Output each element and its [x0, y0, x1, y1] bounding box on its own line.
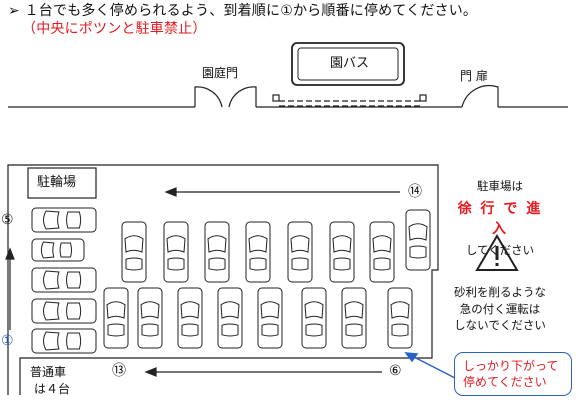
- instruction-text: １台でも多く停められるよう、到着順に①から順番に停めてください。: [24, 3, 478, 19]
- car-left-4: [31, 298, 97, 324]
- gravel-note-line2: 急の付く運転は: [459, 301, 541, 316]
- callout-line1: しっかり下がって: [463, 359, 559, 373]
- slow-entry-note: 駐車場は 徐 行 で 進 入 してください: [452, 178, 548, 258]
- car-top-1: [121, 221, 147, 283]
- arrow-top-head: [164, 187, 177, 197]
- bus-outline: [291, 42, 405, 86]
- car-top-8: [405, 209, 431, 271]
- callout-pointer-line: [411, 355, 456, 379]
- spot-number-6: ⑥: [389, 363, 402, 379]
- callout-line2: 停めてください: [463, 375, 547, 390]
- spot-number-1: ①: [1, 333, 14, 349]
- door-arc: [461, 84, 499, 108]
- warning-text: （中央にポツンと駐車禁止）: [22, 21, 207, 37]
- car-left-3: [31, 267, 97, 293]
- car-bottom-5: [257, 287, 283, 349]
- arrow-left-head: [5, 247, 15, 260]
- car-bottom-2: [137, 287, 163, 349]
- door-label: 門 扉: [460, 69, 488, 83]
- spot-number-5: ⑤: [1, 212, 14, 228]
- car-bottom-4: [217, 287, 243, 349]
- car-top-7: [369, 221, 395, 283]
- gravel-note: 砂利を削るような 急の付く運転は しないでください: [444, 284, 556, 334]
- arrow-bottom-head: [144, 367, 157, 377]
- instruction-line: ➢ １台でも多く停められるよう、到着順に①から順番に停めてください。: [8, 4, 477, 18]
- car-bottom-7: [341, 287, 367, 349]
- regular-cars-line1: 普通車: [30, 365, 67, 379]
- callout-pointer-head: [404, 352, 419, 363]
- bus-inner: [297, 47, 399, 81]
- back-in-callout: しっかり下がって 停めてください: [454, 352, 572, 397]
- car-left-2: [31, 238, 85, 262]
- post-right: [419, 94, 427, 102]
- bus-label: 園バス: [330, 56, 370, 71]
- car-top-5: [287, 221, 313, 283]
- regular-cars-line2: は４台: [34, 382, 71, 396]
- gravel-note-line1: 砂利を削るような: [454, 285, 546, 299]
- spot-number-14: ⑭: [408, 184, 422, 200]
- lot-boundary: [7, 164, 439, 395]
- car-top-2: [163, 221, 189, 283]
- car-left-1: [31, 207, 97, 233]
- spot-number-13: ⑬: [112, 363, 126, 379]
- car-top-4: [245, 221, 271, 283]
- car-bottom-8: [387, 287, 413, 349]
- bike-parking-label: 駐輪場: [37, 175, 77, 190]
- car-bottom-6: [301, 287, 327, 349]
- car-left-5: [31, 328, 97, 354]
- gate-arc-left: [194, 86, 223, 108]
- car-bottom-1: [103, 287, 129, 349]
- gravel-note-line3: しないでください: [454, 318, 546, 333]
- slow-note-line3: してください: [465, 243, 535, 257]
- gate-label: 園庭門: [202, 66, 239, 80]
- slow-note-line2: 徐 行 で 進 入: [457, 201, 543, 237]
- bike-parking-box: [27, 167, 97, 199]
- car-top-6: [329, 221, 355, 283]
- post-left: [272, 94, 280, 102]
- car-bottom-3: [177, 287, 203, 349]
- warning-triangle-icon: [475, 234, 519, 271]
- bullet-icon: ➢: [8, 3, 20, 19]
- car-top-3: [204, 221, 230, 283]
- gate-arc-right: [228, 86, 257, 108]
- slow-note-line1: 駐車場は: [477, 179, 523, 193]
